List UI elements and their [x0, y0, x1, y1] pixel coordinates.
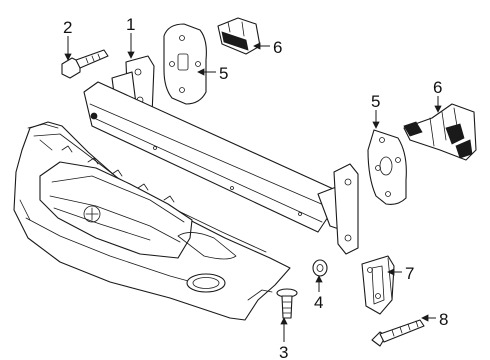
bolt-part-2 — [61, 49, 109, 79]
absorber-part-5-right — [367, 129, 407, 205]
reinforcement-beam — [83, 55, 359, 255]
absorber-part-5-top — [163, 23, 207, 105]
pin-part-3 — [276, 288, 298, 319]
callout-6-top: 6 — [273, 38, 282, 57]
bracket-part-6-right — [403, 103, 477, 161]
callout-1: 1 — [126, 15, 135, 34]
callout-8: 8 — [439, 310, 448, 329]
callout-5-right: 5 — [371, 92, 380, 111]
callout-7: 7 — [405, 264, 414, 283]
callout-3: 3 — [279, 343, 288, 360]
washer-part-4 — [312, 259, 328, 277]
callout-5-top: 5 — [219, 64, 228, 83]
bracket-part-7 — [361, 255, 395, 315]
callout-leaders — [64, 33, 442, 342]
callout-2: 2 — [63, 18, 72, 37]
callout-4: 4 — [314, 293, 323, 312]
stud-part-8 — [371, 319, 425, 347]
bracket-part-6-top — [217, 17, 261, 55]
bumper-cover — [13, 121, 291, 321]
callout-labels: 1 2 3 4 5 5 6 6 7 8 — [63, 15, 448, 360]
callout-6-right: 6 — [433, 78, 442, 97]
